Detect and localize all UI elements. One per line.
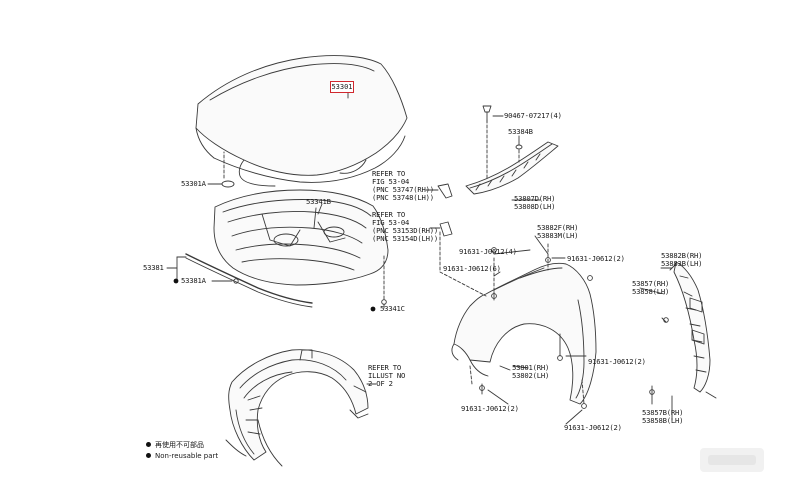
bracket-refer-a	[425, 183, 453, 199]
refer-b-line1: REFER TO	[372, 210, 406, 219]
hood-insulator-drawing	[213, 189, 389, 301]
side-panel-mid-lh-label[interactable]: 53858(LH)	[632, 287, 670, 296]
refer-a-line3: (PNC 53747(RH))	[372, 185, 434, 194]
seal-label[interactable]: 53381	[143, 263, 164, 272]
cover-rh-label[interactable]: 53807D(RH)	[514, 194, 556, 203]
refer-b-line4: (PNC 53154D(LH))	[372, 234, 439, 243]
insulator-clip-53341c	[381, 299, 387, 309]
fender-bolt-2d-label[interactable]: 91631-J0612(2)	[564, 423, 622, 432]
hood-seal-drawing	[166, 253, 313, 308]
fender-bolt-6-label[interactable]: 91631-J0612(6)	[443, 264, 501, 273]
legend-english-text: Non-reusable part	[155, 452, 219, 460]
side-panel-mid-rh-label[interactable]: 53857(RH)	[632, 279, 670, 288]
cover-53807d-drawing	[465, 119, 559, 201]
side-panel-top-lh-label[interactable]: 53883B(LH)	[661, 259, 703, 268]
screw-label[interactable]: 90467-07217(4)	[504, 111, 562, 120]
hood-clip-label[interactable]: 53301A	[181, 179, 206, 188]
hood-drawing	[195, 55, 408, 187]
fender-rh-label[interactable]: 53801(RH)	[512, 363, 550, 372]
non-reusable-markers	[173, 278, 376, 312]
legend-row-english: Non-reusable part	[146, 452, 218, 460]
fender-liner-drawing	[225, 349, 377, 467]
non-reusable-dot-icon	[146, 452, 151, 458]
refer-c-line1: REFER TO	[368, 363, 402, 372]
insulator-clip-label[interactable]: 53341C	[380, 304, 405, 313]
side-panel-top-rh-label[interactable]: 53882B(RH)	[661, 251, 703, 260]
side-panel-bot-rh-label[interactable]: 53857B(RH)	[642, 408, 684, 417]
insulator-label[interactable]: 53341B	[306, 197, 331, 206]
side-panel-drawing	[649, 261, 717, 421]
refer-c-line2[interactable]: ILLUST NO	[368, 371, 406, 380]
refer-c-line3: 2 OF 2	[368, 379, 393, 388]
fender-lh-label[interactable]: 53802(LH)	[512, 371, 550, 380]
hood-clip-53301a	[207, 180, 235, 188]
refer-b-line3: (PNC 53153D(RH))	[372, 226, 439, 235]
refer-a-line4: (PNC 53748(LH))	[372, 193, 434, 202]
fender-bolt-2a-label[interactable]: 91631-J0612(2)	[567, 254, 625, 263]
seal-clip-label[interactable]: 53381A	[181, 276, 206, 285]
non-reusable-dot-icon	[146, 441, 151, 447]
bracket-refer-b	[429, 221, 453, 237]
fender-bolt-2c-label[interactable]: 91631-J0612(2)	[461, 404, 519, 413]
screw-90467	[482, 105, 504, 123]
cover-clip-label[interactable]: 53384B	[508, 127, 533, 136]
cover-lh-label[interactable]: 53808D(LH)	[514, 202, 556, 211]
refer-a-line2[interactable]: FIG 53-04	[372, 177, 410, 186]
fender-drawing	[439, 231, 597, 405]
leader-lines	[317, 203, 673, 425]
clip-53384b	[515, 135, 523, 150]
refer-a-line1: REFER TO	[372, 169, 406, 178]
fender-bolts	[479, 247, 593, 409]
legend-japanese-text: 再使用不可部品	[155, 441, 204, 449]
watermark-smudge	[700, 448, 764, 472]
fender-bolt-4-label[interactable]: 91631-J0612(4)	[459, 247, 517, 256]
fender-bracket-lh-label[interactable]: 53883M(LH)	[537, 231, 579, 240]
legend-row-japanese: 再使用不可部品	[146, 441, 204, 449]
refer-b-line2[interactable]: FIG 53-04	[372, 218, 410, 227]
fender-bolt-2b-label[interactable]: 91631-J0612(2)	[588, 357, 646, 366]
fender-bracket-rh-label[interactable]: 53882F(RH)	[537, 223, 579, 232]
hood-part-number[interactable]: 53301	[330, 81, 354, 93]
side-panel-bot-lh-label[interactable]: 53858B(LH)	[642, 416, 684, 425]
